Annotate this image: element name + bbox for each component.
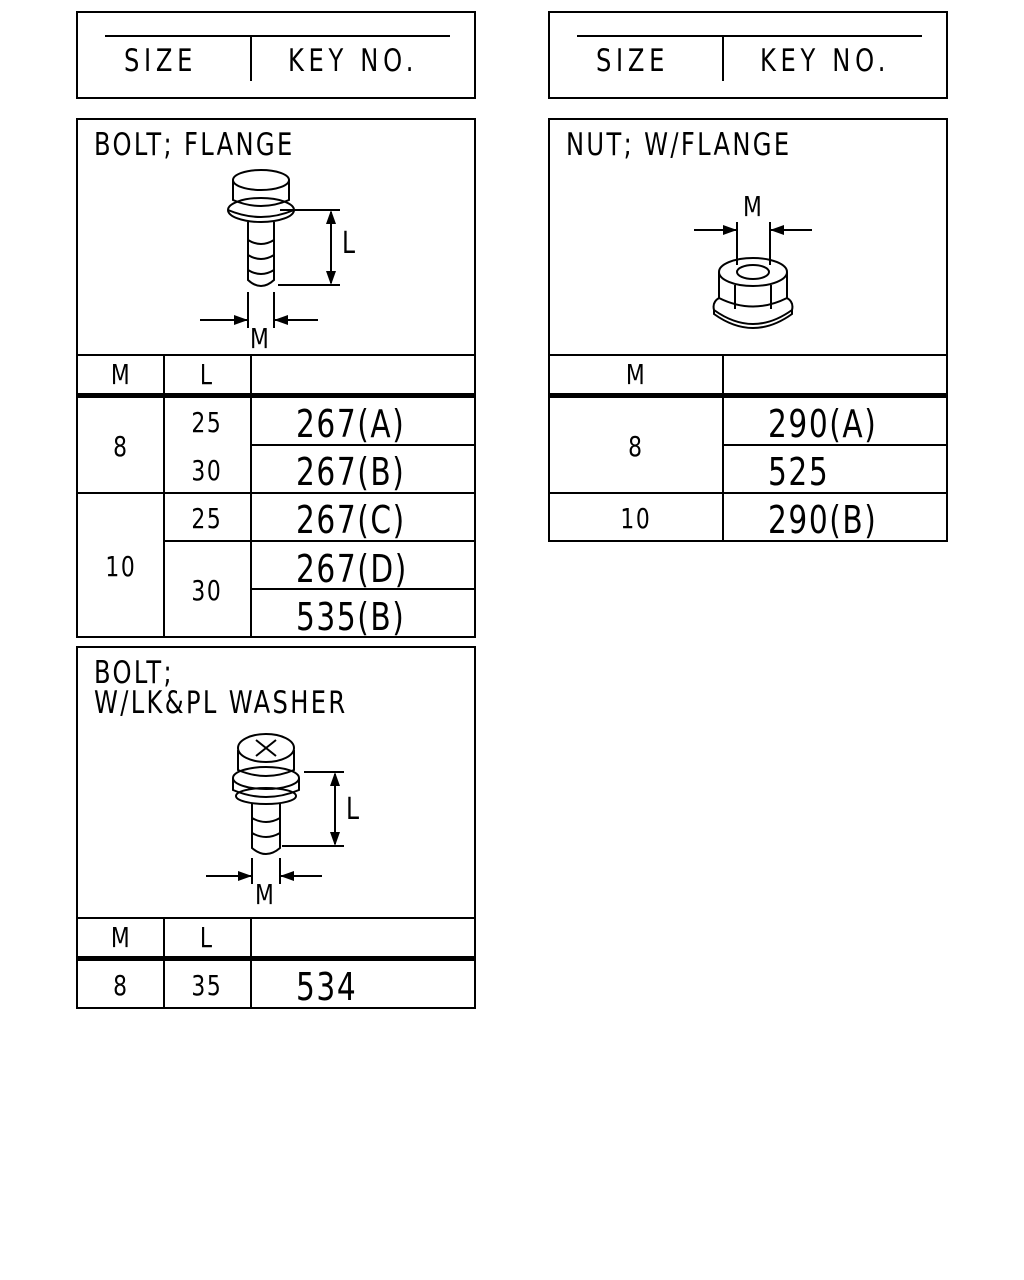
keyno-header-label: KEY NO. [288, 43, 419, 79]
nut-flange-panel: NUT; W/FLANGE M M 8 290(A) 525 [548, 118, 948, 542]
size-m-cell: 10 [620, 502, 652, 535]
size-l-cell: 25 [191, 406, 223, 439]
dim-l-label: L [346, 792, 361, 827]
key-no-cell: 267(B) [296, 450, 406, 494]
flange-bolt-illustration [200, 169, 340, 328]
flange-nut-illustration [694, 222, 812, 329]
key-no-cell: 267(D) [296, 547, 408, 591]
dim-l-label: L [342, 226, 357, 261]
size-l-cell: 30 [191, 574, 223, 607]
size-m-cell: 8 [113, 969, 129, 1002]
col-header-m: M [110, 921, 132, 954]
size-header-label: SIZE [124, 43, 198, 79]
dim-m-label: M [255, 878, 276, 911]
size-l-cell: 30 [191, 454, 223, 487]
col-header-m: M [625, 358, 647, 391]
col-header-l: L [200, 358, 214, 391]
size-m-cell: 8 [113, 430, 129, 463]
keyno-header-label: KEY NO. [760, 43, 891, 79]
key-no-cell: 535(B) [296, 595, 406, 639]
size-header-label: SIZE [596, 43, 670, 79]
key-no-cell: 290(B) [768, 498, 878, 542]
size-l-cell: 35 [191, 969, 223, 1002]
bolt-flange-title: BOLT; FLANGE [94, 127, 295, 163]
size-m-cell: 8 [628, 430, 644, 463]
key-no-cell: 290(A) [768, 402, 878, 446]
dim-m-label: M [743, 190, 764, 223]
col-header-l: L [200, 921, 214, 954]
size-l-cell: 25 [191, 502, 223, 535]
col-header-m: M [110, 358, 132, 391]
key-no-cell: 525 [768, 450, 830, 494]
key-no-cell: 267(C) [296, 498, 406, 542]
bolt-washer-title-line1: BOLT; [94, 655, 174, 691]
dim-m-label: M [250, 322, 271, 355]
bolt-washer-panel: BOLT; W/LK&PL WASHER [76, 646, 476, 1009]
bolt-flange-panel: BOLT; FLANGE [76, 118, 476, 639]
washer-bolt-illustration [206, 733, 344, 884]
key-no-cell: 534 [296, 965, 358, 1009]
size-keyno-header-right: SIZE KEY NO. [548, 11, 948, 99]
nut-flange-title: NUT; W/FLANGE [566, 127, 792, 163]
size-keyno-header-left: SIZE KEY NO. [76, 11, 476, 99]
key-no-cell: 267(A) [296, 402, 406, 446]
bolt-washer-title-line2: W/LK&PL WASHER [94, 685, 348, 721]
size-m-cell: 10 [105, 550, 137, 583]
